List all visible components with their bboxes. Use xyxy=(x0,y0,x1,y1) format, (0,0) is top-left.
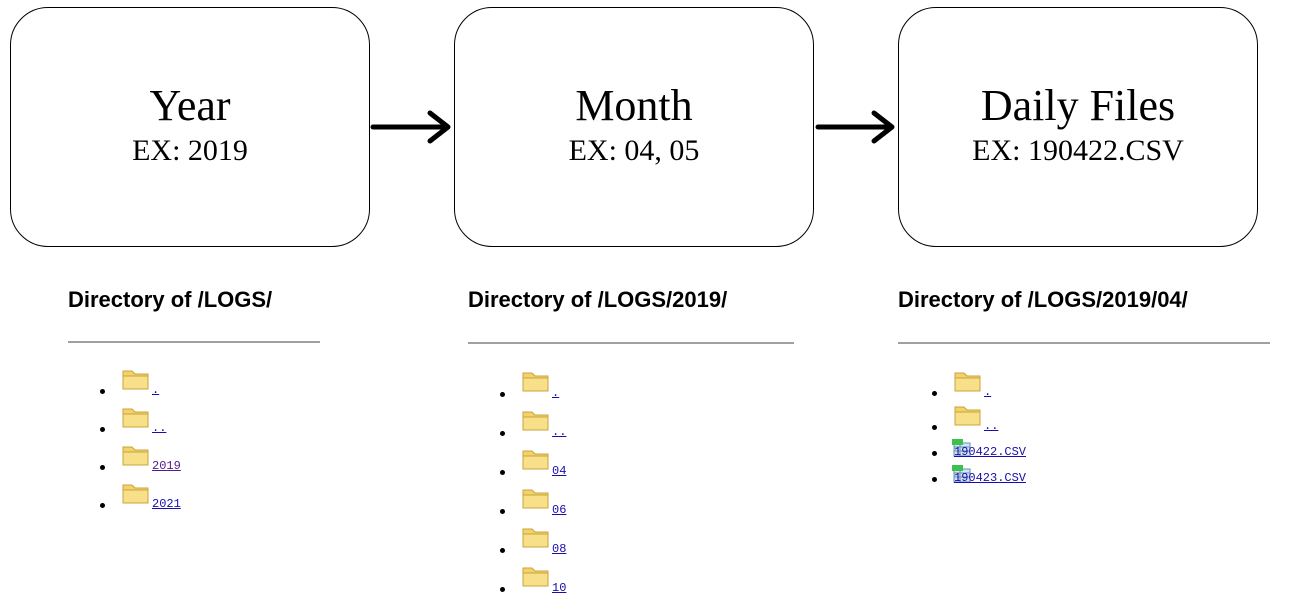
year-box-title: Year xyxy=(149,80,231,130)
list-item: 08 xyxy=(500,523,620,562)
entry-link[interactable]: . xyxy=(152,383,160,397)
month-box-title: Month xyxy=(575,80,693,130)
list-item: 2021 xyxy=(100,479,220,517)
horizontal-rule xyxy=(68,341,320,343)
directory-listing-logs: Directory of /LOGS/ . .. 2019 2021 xyxy=(68,287,320,511)
list-item: . xyxy=(932,367,1092,401)
entry-link[interactable]: 08 xyxy=(552,542,567,556)
arrow-month-to-daily xyxy=(815,110,895,144)
folder-icon xyxy=(522,489,549,509)
directory-entries: . .. 190422.CSV 190423.CSV xyxy=(932,367,1092,487)
month-box: Month EX: 04, 05 xyxy=(454,7,814,247)
bullet xyxy=(500,548,505,553)
list-item: 2019 xyxy=(100,441,220,479)
directory-entries: . .. 04 06 08 10 xyxy=(500,367,620,601)
entry-link[interactable]: 190423.CSV xyxy=(954,471,1027,485)
csv-file-icon xyxy=(952,465,971,483)
daily-files-box-example: EX: 190422.CSV xyxy=(972,133,1184,167)
list-item: . xyxy=(500,367,620,406)
entry-link[interactable]: .. xyxy=(152,421,167,435)
folder-icon xyxy=(954,406,981,426)
entry-link[interactable]: 04 xyxy=(552,464,567,478)
bullet xyxy=(100,465,105,470)
year-box-example: EX: 2019 xyxy=(132,133,248,167)
list-item: .. xyxy=(500,406,620,445)
entry-link[interactable]: 10 xyxy=(552,581,567,595)
bullet xyxy=(932,451,937,456)
entry-link[interactable]: .. xyxy=(552,425,567,439)
list-item: .. xyxy=(932,401,1092,435)
daily-files-box-title: Daily Files xyxy=(980,80,1176,130)
folder-icon xyxy=(122,408,149,428)
year-box: Year EX: 2019 xyxy=(10,7,370,247)
folder-icon xyxy=(122,446,149,466)
bullet xyxy=(100,389,105,394)
entry-link[interactable]: 2019 xyxy=(152,459,181,473)
bullet xyxy=(500,509,505,514)
list-item: 190422.CSV xyxy=(932,435,1092,461)
horizontal-rule xyxy=(468,342,794,344)
bullet xyxy=(500,587,505,592)
list-item: 06 xyxy=(500,484,620,523)
bullet xyxy=(932,425,937,430)
bullet xyxy=(500,470,505,475)
list-item: 190423.CSV xyxy=(932,461,1092,487)
list-item: .. xyxy=(100,403,220,441)
list-item: 10 xyxy=(500,562,620,601)
bullet xyxy=(100,503,105,508)
bullet xyxy=(932,391,937,396)
folder-icon xyxy=(522,567,549,587)
daily-files-box: Daily Files EX: 190422.CSV xyxy=(898,7,1258,247)
horizontal-rule xyxy=(898,342,1270,344)
entry-link[interactable]: 06 xyxy=(552,503,567,517)
entry-link[interactable]: . xyxy=(984,385,992,399)
bullet xyxy=(100,427,105,432)
bullet xyxy=(500,431,505,436)
directory-listing-logs-2019: Directory of /LOGS/2019/ . .. 04 06 08 xyxy=(468,287,794,595)
entry-link[interactable]: .. xyxy=(984,419,999,433)
list-item: 04 xyxy=(500,445,620,484)
entry-link[interactable]: 2021 xyxy=(152,497,181,511)
entry-link[interactable]: . xyxy=(552,386,560,400)
folder-icon xyxy=(122,370,149,390)
folder-icon xyxy=(522,372,549,392)
directory-listing-logs-2019-04: Directory of /LOGS/2019/04/ . .. 190422.… xyxy=(898,287,1270,485)
flow-arrows xyxy=(370,110,895,144)
folder-icon xyxy=(954,372,981,392)
directory-heading: Directory of /LOGS/2019/04/ xyxy=(898,287,1188,312)
bullet xyxy=(500,392,505,397)
folder-icon xyxy=(522,528,549,548)
directory-heading: Directory of /LOGS/2019/ xyxy=(468,287,728,312)
month-box-example: EX: 04, 05 xyxy=(568,133,700,167)
directory-entries: . .. 2019 2021 xyxy=(100,365,220,517)
arrow-year-to-month xyxy=(370,110,451,144)
folder-icon xyxy=(122,484,149,504)
folder-icon xyxy=(522,411,549,431)
list-item: . xyxy=(100,365,220,403)
bullet xyxy=(932,477,937,482)
folder-icon xyxy=(522,450,549,470)
directory-heading: Directory of /LOGS/ xyxy=(68,287,273,312)
csv-file-icon xyxy=(952,439,971,457)
entry-link[interactable]: 190422.CSV xyxy=(954,445,1027,459)
